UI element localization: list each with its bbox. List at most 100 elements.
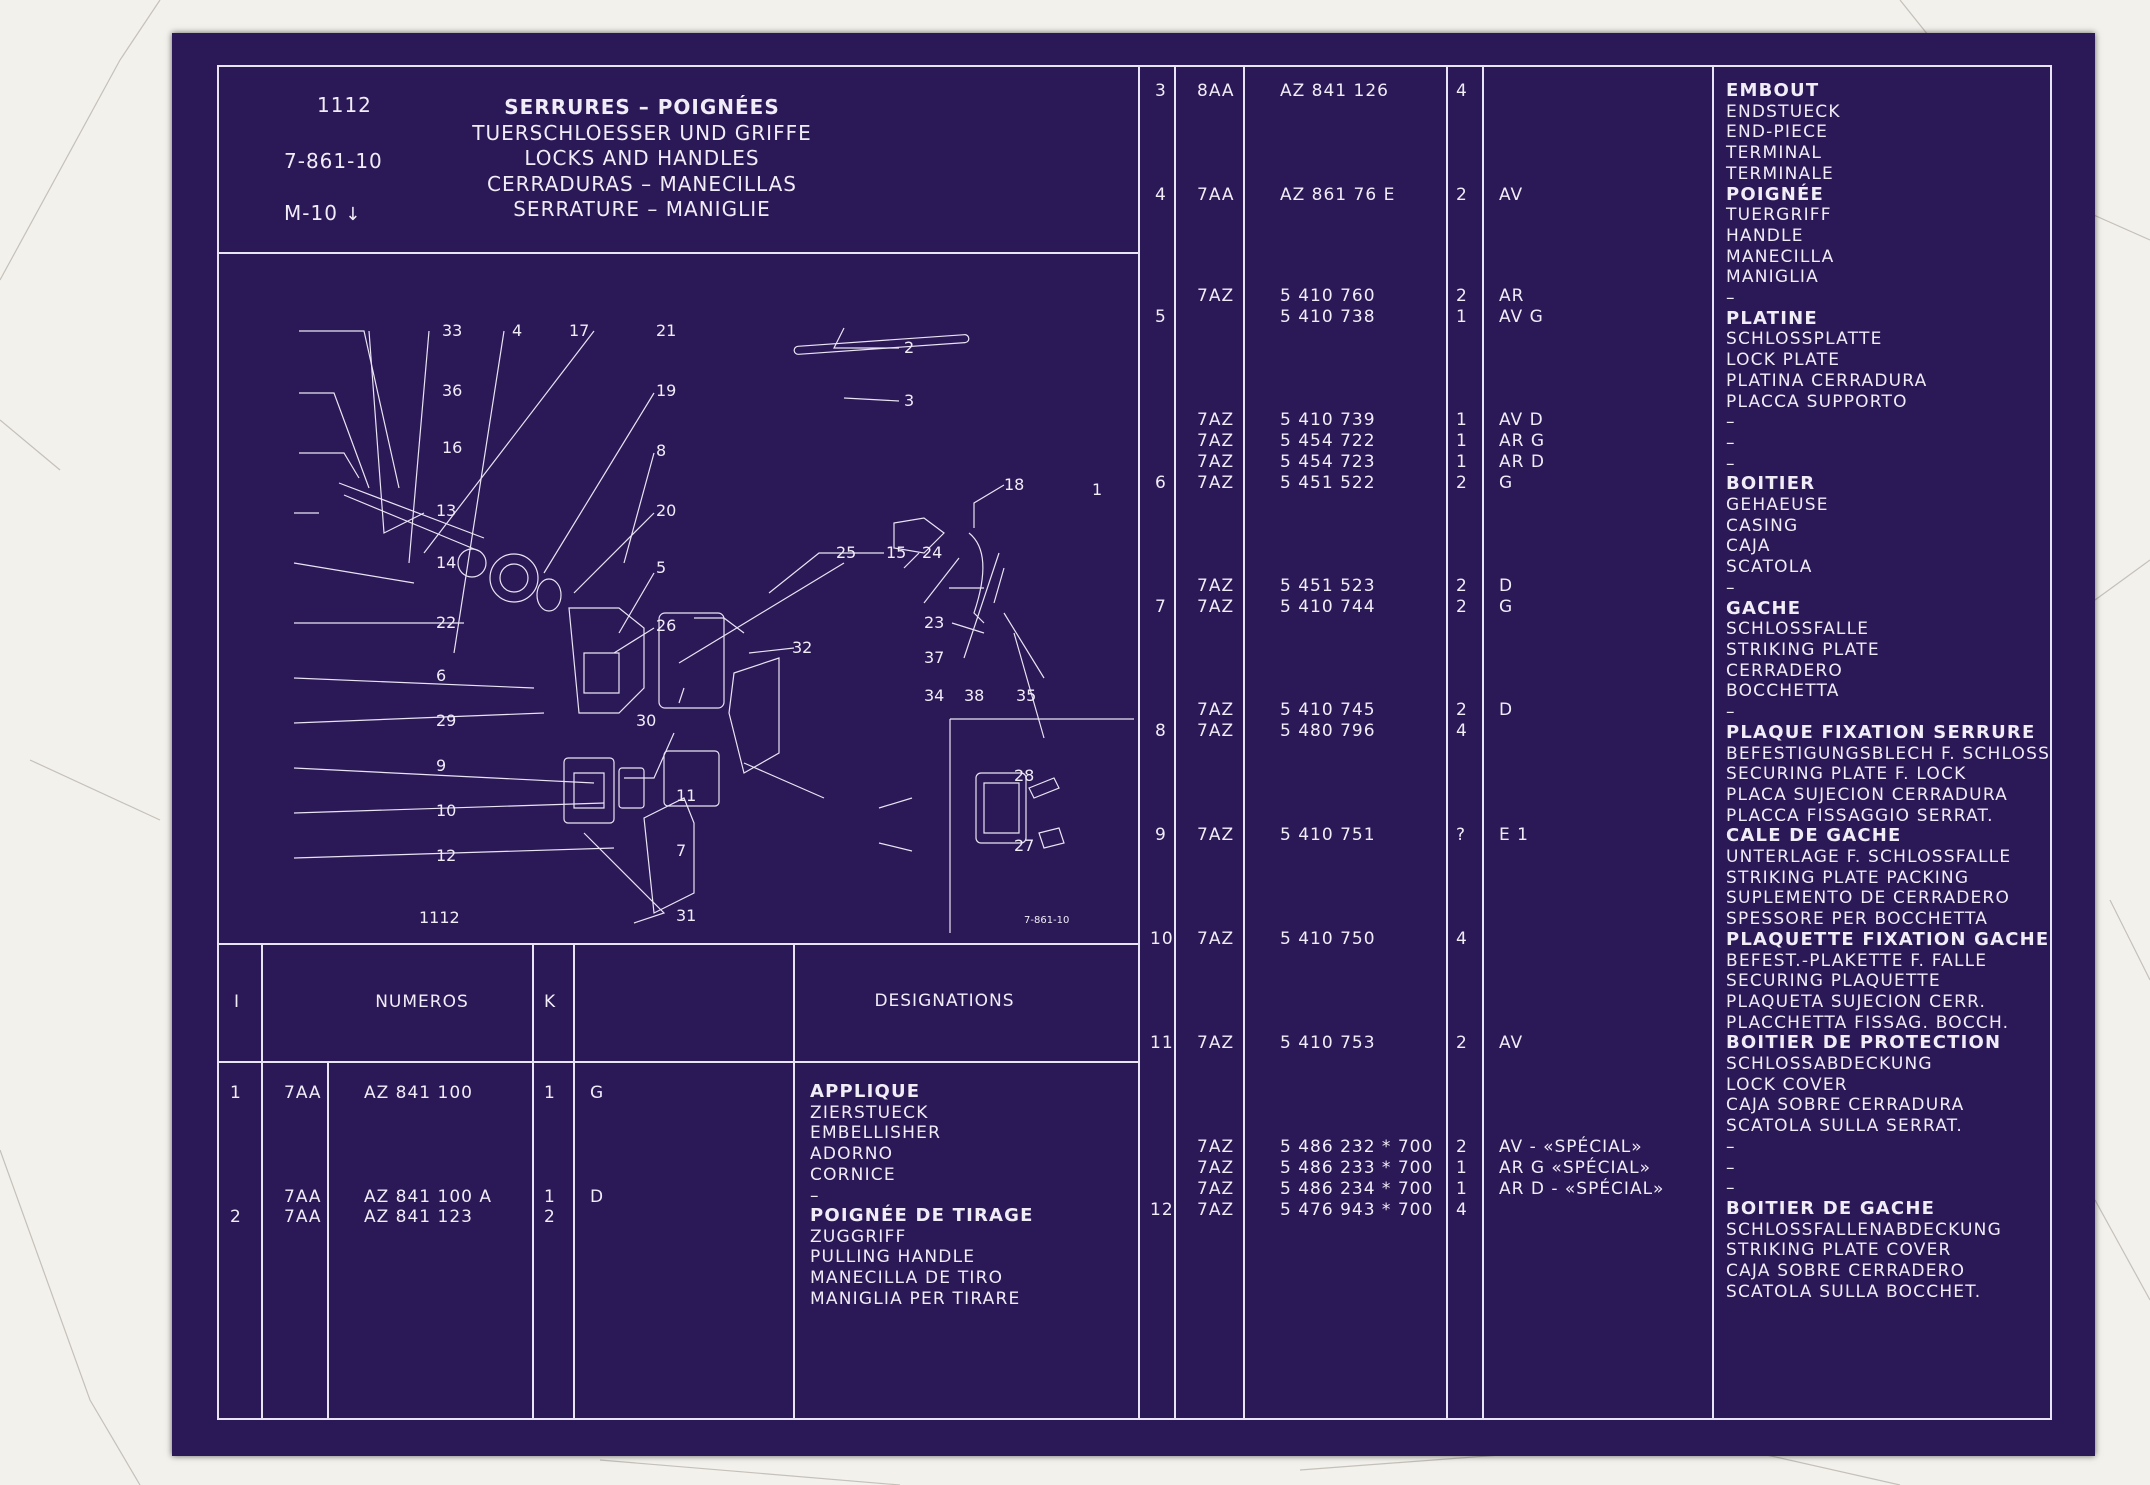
right-designations: EMBOUT ENDSTUECK END-PIECE TERMINAL TERM… <box>1726 80 2050 1302</box>
designation-line: – <box>1726 288 1736 309</box>
row-11-index: 11 <box>1150 1033 1174 1053</box>
row-11-qty: 2 <box>1456 1033 1468 1053</box>
left-designation-pulling-handle: POIGNÉE DE TIRAGE ZUGGRIFF PULLING HANDL… <box>810 1205 1034 1310</box>
designation-title: EMBOUT <box>1726 80 1820 101</box>
col-header-designations: DESIGNATIONS <box>874 991 1015 1011</box>
designation-line: STRIKING PLATE <box>1726 639 1880 660</box>
designation-line: SCHLOSSFALLENABDECKUNG <box>1726 1219 2002 1240</box>
row-4-index: 4 <box>1155 185 1167 205</box>
designation-title: GACHE <box>1726 597 1802 619</box>
designation-line: PLAQUETA SUJECION CERR. <box>1726 991 1987 1012</box>
callout-26-label: 26 <box>656 616 676 635</box>
left-row-2-number: AZ 841 100 A <box>364 1187 493 1207</box>
callout-31-label: 31 <box>676 906 696 925</box>
designation-title: CALE DE GACHE <box>1726 825 1902 847</box>
col-line-3 <box>532 943 534 1420</box>
callout-28: 28 <box>1014 766 1034 785</box>
row-7a-qty: 2 <box>1456 576 1468 596</box>
row-5e-prefix: 7AZ <box>1197 452 1235 472</box>
designation-line: STRIKING PLATE COVER <box>1726 1240 1952 1261</box>
callout-36: 36 <box>442 381 462 400</box>
callout-7: 7 <box>676 841 686 860</box>
column-header-divider <box>217 1061 1140 1063</box>
left-row-1-qty: 1 <box>544 1083 556 1103</box>
title-en: LOCKS AND HANDLES <box>524 146 760 170</box>
row-6-prefix: 7AZ <box>1197 473 1235 493</box>
row-12d-prefix: 7AZ <box>1197 1200 1235 1220</box>
designation-line: SCATOLA SULLA BOCCHET. <box>1726 1281 1982 1302</box>
row-5e-position: AR D <box>1499 452 1545 472</box>
designation-line: LOCK PLATE <box>1726 350 1841 371</box>
title-de: TUERSCHLOESSER UND GRIFFE <box>472 120 812 145</box>
row-7a-position: D <box>1499 576 1514 596</box>
designation-line: SCATOLA <box>1726 557 1813 578</box>
designation-line: PLATINA CERRADURA <box>1726 370 1928 391</box>
designation-line: LOCK COVER <box>1726 1074 1848 1095</box>
left-row-2-prefix: 7AA <box>284 1187 322 1207</box>
callout-13: 13 <box>436 501 456 520</box>
callout-31: 31 <box>676 906 696 925</box>
left-designation-applique: APPLIQUE ZIERSTUECK EMBELLISHER ADORNO C… <box>810 1081 941 1206</box>
row-12b-prefix: 7AZ <box>1197 1158 1235 1178</box>
row-10-number: 5 410 750 <box>1280 929 1376 949</box>
designation-line: TERMINALE <box>1726 163 1834 184</box>
diagram-ref: 7-861-10 <box>1024 915 1069 926</box>
row-12a-qty: 2 <box>1456 1137 1468 1157</box>
callout-34-label: 34 <box>924 686 944 705</box>
designation-line: – <box>810 1185 820 1206</box>
row-5b-position: AV G <box>1499 307 1544 327</box>
callout-22-label: 22 <box>436 613 456 632</box>
row-12a-number: 5 486 232 * 700 <box>1280 1137 1434 1157</box>
callout-12-label: 12 <box>436 846 456 865</box>
rcol-line-2 <box>1243 65 1245 1420</box>
callout-14-label: 14 <box>436 553 456 572</box>
row-3-prefix: 8AA <box>1197 81 1235 101</box>
designation-line: CORNICE <box>810 1164 896 1185</box>
designation-line: BEFEST.-PLAKETTE F. FALLE <box>1726 950 1988 971</box>
designation-line: TUERGRIFF <box>1726 205 1832 226</box>
callout-36-label: 36 <box>442 381 462 400</box>
designation-line: MANIGLIA PER TIRARE <box>810 1288 1021 1309</box>
designation-line: PULLING HANDLE <box>810 1247 976 1268</box>
title-it: SERRATURE – MANIGLIE <box>513 197 771 221</box>
row-3-qty: 4 <box>1456 81 1468 101</box>
callout-9: 9 <box>436 756 446 775</box>
plate-number: 1112 <box>317 93 372 117</box>
row-4-position: AV <box>1499 185 1524 205</box>
col-line-4 <box>573 943 575 1420</box>
row-5c-position: AV D <box>1499 410 1544 430</box>
callout-20-label: 20 <box>656 501 676 520</box>
designation-line: PLACCHETTA FISSAG. BOCCH. <box>1726 1012 2010 1033</box>
row-11-number: 5 410 753 <box>1280 1033 1376 1053</box>
row-10-qty: 4 <box>1456 929 1468 949</box>
row-11-prefix: 7AZ <box>1197 1033 1235 1053</box>
row-6-number: 5 451 522 <box>1280 473 1376 493</box>
callout-18: 18 <box>1004 475 1024 494</box>
diagram-ref-label: 7-861-10 <box>1024 915 1069 926</box>
row-12b-position: AR G «SPÉCIAL» <box>1499 1158 1651 1178</box>
designation-line: – <box>1726 1136 1736 1157</box>
designation-line: SCHLOSSFALLE <box>1726 619 1870 640</box>
callout-8: 8 <box>656 441 666 460</box>
row-10-index: 10 <box>1150 929 1174 949</box>
callout-23: 23 <box>924 613 944 632</box>
row-3-number: AZ 841 126 <box>1280 81 1389 101</box>
row-11-position: AV <box>1499 1033 1524 1053</box>
callout-38: 38 <box>964 686 984 705</box>
callout-14: 14 <box>436 553 456 572</box>
row-7b-position: G <box>1499 597 1514 617</box>
row-5a-position: AR <box>1499 286 1525 306</box>
row-12a-prefix: 7AZ <box>1197 1137 1235 1157</box>
diagram-divider <box>217 943 1140 945</box>
row-5d-number: 5 454 722 <box>1280 431 1376 451</box>
callout-37: 37 <box>924 648 944 667</box>
callout-21: 21 <box>656 321 676 340</box>
row-7b-number: 5 410 744 <box>1280 597 1376 617</box>
rcol-line-4 <box>1482 65 1484 1420</box>
callout-33-label: 33 <box>442 321 462 340</box>
rcol-line-3 <box>1446 65 1448 1420</box>
row-5e-qty: 1 <box>1456 452 1468 472</box>
row-12b-number: 5 486 233 * 700 <box>1280 1158 1434 1178</box>
callout-32-label: 32 <box>792 638 812 657</box>
col-header-index: I <box>234 992 241 1012</box>
